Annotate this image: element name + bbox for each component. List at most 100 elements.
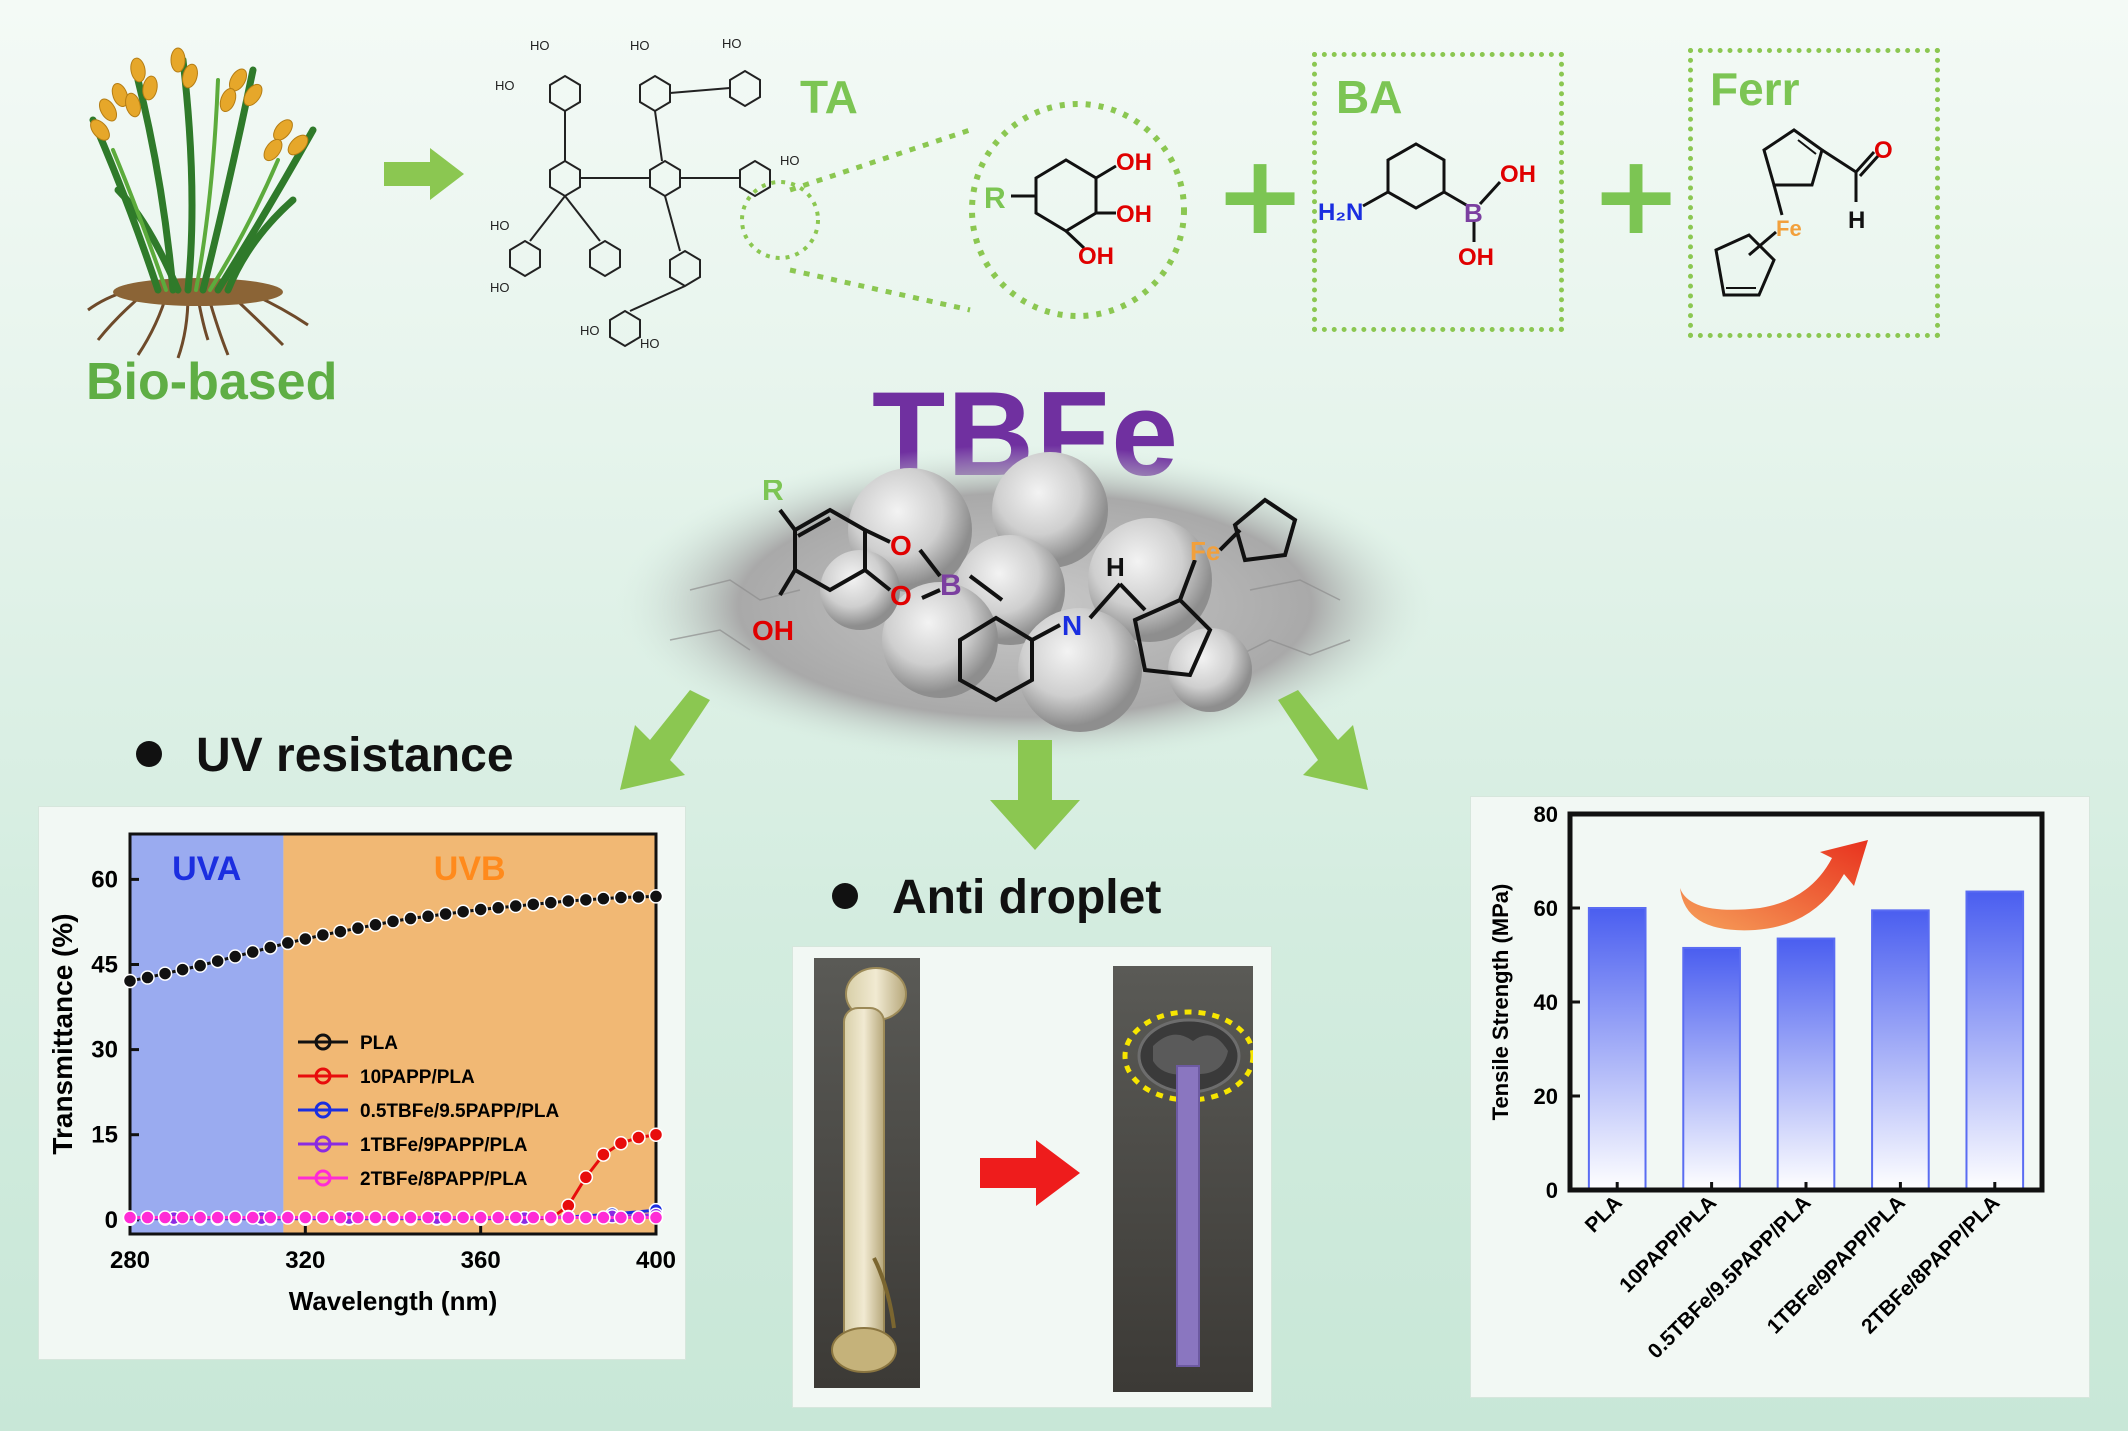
y-tick-label: 15 (91, 1122, 118, 1149)
band-uva (130, 834, 284, 1234)
category-label: 10PAPP/PLA (1615, 1191, 1721, 1297)
ho-label: HO (630, 38, 650, 53)
data-point (508, 898, 523, 914)
r-group-label: R (984, 182, 1006, 215)
data-point (403, 911, 418, 926)
ta-closeup-circle: R OH OH OH (969, 101, 1187, 319)
ba-structure: H₂N B OH OH (1318, 142, 1536, 271)
y-tick-label: 80 (1534, 802, 1558, 827)
x-tick-label: 360 (461, 1247, 501, 1274)
tannic-acid-structure: HO HO HO HO HO HO HO HO HO (490, 36, 820, 350)
legend-swatch-marker (314, 1067, 332, 1085)
data-point (210, 953, 225, 969)
data-point (420, 1210, 436, 1225)
data-point (403, 1210, 418, 1225)
data-point (175, 962, 190, 977)
data-point (508, 1210, 523, 1225)
x-tick-label: 400 (636, 1247, 676, 1274)
ho-label: HO (495, 78, 515, 93)
data-point (438, 906, 453, 922)
sem-micrograph (615, 445, 1435, 765)
data-point (543, 1210, 559, 1225)
data-point (368, 1210, 383, 1225)
y-tick-label: 0 (105, 1207, 118, 1234)
bar (1587, 907, 1647, 1191)
bar (1682, 946, 1741, 1191)
data-point (227, 1210, 243, 1225)
legend-swatch-marker (314, 1033, 332, 1051)
hydroxyl-label: OH (1078, 243, 1114, 270)
data-point (333, 924, 348, 939)
uv-resistance-heading: UV resistance (136, 728, 514, 783)
y-axis-label: Transmittance (%) (47, 913, 78, 1154)
data-point (280, 1210, 296, 1225)
data-point (350, 920, 366, 936)
oxygen-label: O (1874, 137, 1893, 164)
data-point (648, 1127, 664, 1142)
hydroxyl-label: OH (1500, 161, 1536, 188)
ho-label: HO (490, 218, 510, 233)
data-point (245, 1210, 260, 1225)
iron-label: Fe (1190, 536, 1220, 566)
data-point (280, 935, 296, 951)
hydroxyl-label: OH (752, 615, 794, 646)
data-point (596, 891, 611, 906)
data-point (315, 927, 331, 943)
data-point (263, 1210, 278, 1225)
data-point (140, 970, 155, 985)
data-point (631, 1210, 646, 1225)
data-point (385, 914, 401, 929)
data-point (333, 1210, 348, 1225)
tensile-strength-chart: PLA10PAPP/PLA0.5TBFe/9.5PAPP/PLA1TBFe/9P… (1488, 802, 2045, 1363)
data-point (490, 1210, 506, 1225)
data-point (438, 1210, 453, 1225)
ta-label: TA (800, 71, 858, 123)
data-point (157, 966, 173, 981)
y-tick-label: 0 (1546, 1178, 1558, 1203)
legend-swatch-marker (314, 1169, 332, 1187)
legend-label: PLA (360, 1033, 398, 1054)
hydrogen-label: H (1848, 207, 1865, 234)
arrow-down-left-icon (620, 690, 710, 790)
sample-photo-before (814, 958, 920, 1388)
data-point (122, 973, 138, 989)
data-point (631, 889, 646, 905)
oxygen-label: O (890, 530, 912, 561)
anti-droplet-text: Anti droplet (892, 871, 1162, 924)
hydroxyl-label: OH (1458, 244, 1494, 271)
x-axis-label: Wavelength (nm) (289, 1286, 497, 1316)
sem-particles (820, 452, 1252, 732)
legend-swatch-marker (314, 1101, 332, 1119)
hydroxyl-label: OH (1116, 149, 1152, 176)
tbfe-structure: R O O B OH N H Fe (752, 480, 1298, 703)
bar (1871, 909, 1930, 1191)
y-tick-label: 20 (1534, 1084, 1558, 1109)
data-point (227, 949, 243, 964)
data-point (561, 1210, 576, 1225)
legend-label: 10PAPP/PLA (360, 1067, 475, 1088)
data-point (455, 904, 471, 919)
data-point (263, 940, 278, 955)
data-point (140, 1210, 155, 1225)
y-tick-label: 30 (91, 1037, 118, 1064)
data-point (473, 1210, 488, 1225)
ferr-label: Ferr (1710, 63, 1800, 115)
zoom-lines (789, 127, 971, 313)
ho-label: HO (530, 38, 550, 53)
data-point (490, 900, 506, 916)
data-point (648, 1210, 664, 1225)
ho-label: HO (640, 336, 660, 350)
trend-arrow-icon (1680, 840, 1868, 931)
data-point (368, 917, 383, 933)
ho-label: HO (722, 36, 742, 51)
data-point (526, 1210, 541, 1225)
data-point (192, 1210, 208, 1225)
data-point (596, 1147, 611, 1162)
arrow-down-right-icon (1278, 690, 1368, 790)
y-axis-label: Tensile Strength (MPa) (1488, 884, 1513, 1121)
anti-droplet-heading: Anti droplet (832, 870, 1161, 925)
data-point (631, 1130, 646, 1145)
data-point (596, 1210, 611, 1225)
data-point (210, 1210, 225, 1225)
data-point (420, 909, 436, 924)
